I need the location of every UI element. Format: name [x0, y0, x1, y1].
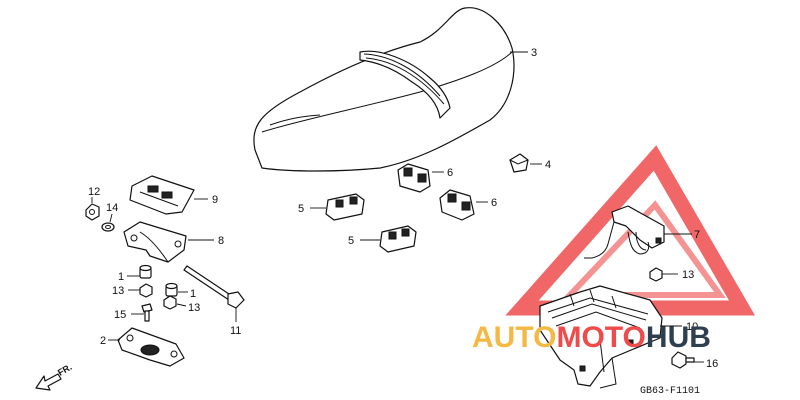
long-bolt-part [183, 265, 245, 309]
rubber-bracket-part-a [397, 163, 431, 193]
callout-1b: 1 [190, 288, 196, 300]
plate-part [129, 175, 195, 215]
watermark-auto: AUTO [472, 321, 556, 354]
callout-4: 4 [545, 159, 551, 171]
callout-16: 16 [706, 358, 718, 370]
watermark-triangle-inner-icon [563, 200, 726, 298]
callout-6b: 6 [491, 197, 497, 209]
callout-14: 14 [106, 202, 118, 214]
small-bolt-part [141, 303, 153, 322]
bolt-part-16 [671, 351, 695, 369]
callout-12: 12 [88, 186, 100, 198]
callout-1a: 1 [118, 271, 124, 283]
collar-part-1b [165, 282, 178, 297]
stopper-rubber-part-a [325, 193, 365, 221]
nut-part-13c [649, 267, 663, 282]
bracket-part [123, 221, 187, 263]
carrier-part [539, 285, 663, 389]
front-direction-label: FR. [56, 362, 74, 378]
mount-part [117, 327, 185, 367]
callout-8: 8 [218, 235, 224, 247]
hook-bracket-part [584, 205, 665, 259]
collar-part-1a [139, 264, 152, 279]
callout-6a: 6 [447, 167, 453, 179]
callout-13c: 13 [682, 269, 694, 281]
stopper-rubber-part-b [379, 225, 417, 253]
callout-13a: 13 [112, 285, 124, 297]
callout-9: 9 [212, 194, 218, 206]
cushion-part [509, 153, 529, 173]
watermark-moto: MOTO [556, 321, 645, 354]
callout-3: 3 [531, 47, 537, 59]
callout-11: 11 [230, 325, 241, 337]
callout-7: 7 [694, 229, 700, 241]
front-direction-arrow-icon [35, 373, 62, 391]
callout-5a: 5 [298, 203, 304, 215]
diagram-code: GB63-F1101 [640, 386, 700, 397]
callout-15: 15 [114, 309, 126, 321]
seat-part [253, 7, 515, 172]
nut-part-13a [139, 283, 153, 298]
watermark-hub: HUB [646, 321, 711, 354]
callout-13b: 13 [188, 302, 200, 314]
callout-2: 2 [100, 335, 106, 347]
nut-part-13b [163, 295, 177, 310]
nut-part-12 [85, 203, 100, 221]
callout-10: 10 [686, 321, 698, 333]
rubber-bracket-part-b [439, 189, 475, 221]
watermark-logo: AUTOMOTOHUB [472, 321, 711, 354]
callout-5b: 5 [348, 235, 354, 247]
washer-part-14 [101, 222, 115, 232]
